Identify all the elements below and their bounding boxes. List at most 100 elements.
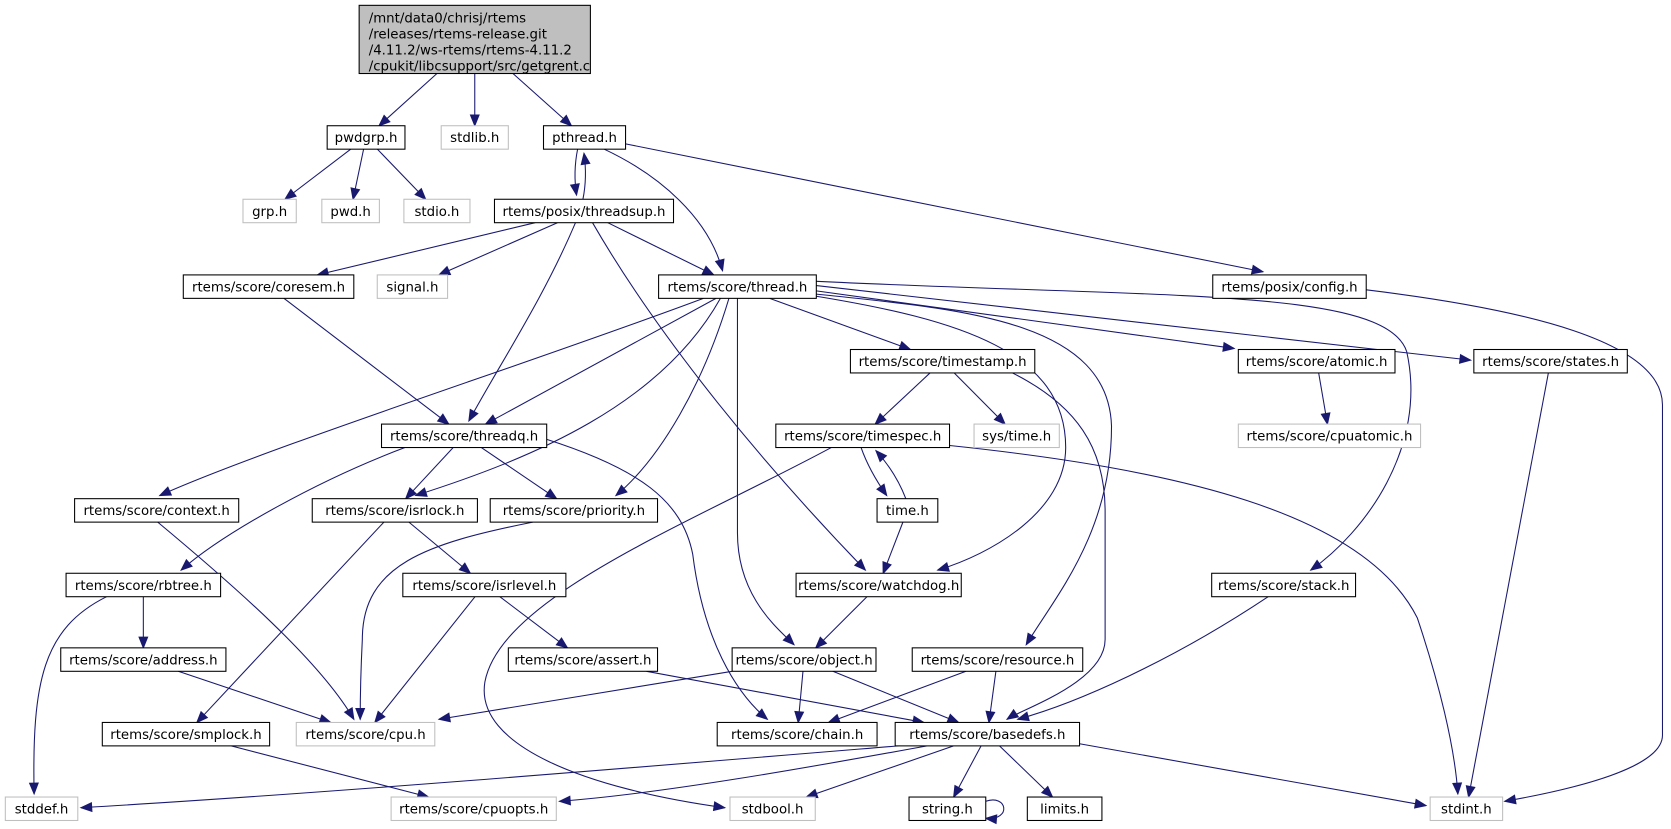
node-smplock[interactable]: rtems/score/smplock.h (101, 721, 271, 747)
node-label: pwd.h (330, 205, 370, 220)
node-label: rtems/posix/threadsup.h (502, 205, 665, 220)
edge-atomic-to-cpuatomic (1318, 372, 1331, 426)
node-basedefs[interactable]: rtems/score/basedefs.h (894, 721, 1081, 747)
node-box (731, 647, 877, 672)
arrowhead-icon (614, 484, 628, 497)
node-box (849, 348, 1036, 374)
edge-root-to-pthread (512, 73, 573, 127)
edge-threadsup-to-signal (437, 222, 558, 276)
edge-line (408, 521, 471, 574)
edge-line (769, 297, 911, 351)
edge-line (999, 745, 1053, 798)
node-chain[interactable]: rtems/score/chain.h (716, 721, 878, 747)
arrowhead-icon (343, 707, 355, 721)
arrowhead-icon (714, 258, 725, 273)
edge-line (157, 521, 355, 720)
edge-basedefs-to-stdbool (805, 745, 954, 799)
node-coresem[interactable]: rtems/score/coresem.h (182, 274, 355, 299)
node-stack[interactable]: rtems/score/stack.h (1211, 572, 1357, 598)
edge-basedefs-to-stdint (1079, 743, 1428, 809)
node-context[interactable]: rtems/score/context.h (74, 498, 240, 523)
node-box (795, 572, 962, 598)
node-box (493, 198, 675, 224)
edge-stack-to-basedefs (1016, 596, 1269, 722)
node-label: limits.h (1040, 803, 1089, 818)
node-threadsup[interactable]: rtems/posix/threadsup.h (493, 198, 675, 224)
node-isrlock[interactable]: rtems/score/isrlock.h (311, 498, 478, 523)
node-label: rtems/score/chain.h (731, 728, 863, 743)
node-label: grp.h (252, 205, 287, 220)
arrowhead-icon (28, 782, 39, 796)
node-label: stddef.h (15, 803, 69, 818)
node-signal: signal.h (376, 274, 449, 299)
node-thread[interactable]: rtems/score/thread.h (658, 274, 817, 299)
edge-line (481, 447, 557, 500)
arrowhead-icon (283, 188, 297, 201)
node-rbtree[interactable]: rtems/score/rbtree.h (65, 572, 222, 598)
arrowhead-icon (1025, 632, 1037, 646)
arrowhead-icon (318, 714, 332, 724)
arrowhead-icon (898, 340, 912, 351)
node-watchdog[interactable]: rtems/score/watchdog.h (795, 572, 962, 598)
edge-timeh-to-watchdog (882, 521, 904, 575)
node-label: rtems/score/isrlock.h (325, 504, 464, 519)
edge-line (832, 670, 959, 723)
edge-line (1006, 372, 1106, 720)
edge-line (317, 222, 536, 276)
node-timestamp[interactable]: rtems/score/timestamp.h (849, 348, 1036, 374)
node-string[interactable]: string.h (908, 796, 987, 822)
node-address[interactable]: rtems/score/address.h (60, 647, 227, 672)
edge-smplock-to-cpuopts (231, 745, 430, 800)
edge-line (438, 222, 558, 276)
node-pwdgrp[interactable]: pwdgrp.h (326, 125, 406, 150)
edge-line (604, 148, 724, 271)
edge-basedefs-to-string (952, 745, 982, 799)
arrowhead-icon (876, 483, 888, 497)
arrowhead-icon (138, 636, 149, 650)
arrowhead-icon (350, 187, 361, 201)
edge-line (816, 295, 1067, 571)
edge-threadsup-to-thread (607, 222, 715, 276)
arrowhead-icon (1320, 412, 1331, 426)
node-box (60, 647, 227, 672)
node-priority[interactable]: rtems/score/priority.h (489, 498, 659, 523)
arrowhead-icon (158, 486, 173, 497)
node-stdint: stdint.h (1429, 796, 1504, 822)
edge-pthread-to-thread (604, 148, 725, 273)
node-threadq[interactable]: rtems/score/threadq.h (380, 423, 548, 449)
edge-root-to-pwdgrp (377, 73, 438, 127)
node-label: rtems/score/timespec.h (784, 430, 941, 445)
arrowhead-icon (1503, 794, 1517, 805)
edge-line (948, 444, 1459, 794)
node-config[interactable]: rtems/posix/config.h (1212, 274, 1367, 299)
node-states[interactable]: rtems/score/states.h (1473, 348, 1628, 374)
edge-line (816, 285, 1471, 361)
arrowhead-icon (558, 795, 572, 806)
node-object[interactable]: rtems/score/object.h (731, 647, 877, 672)
node-atomic[interactable]: rtems/score/atomic.h (1237, 348, 1396, 374)
arrowhead-icon (952, 784, 964, 799)
node-isrlevel[interactable]: rtems/score/isrlevel.h (402, 572, 567, 598)
node-root-getgrent-c[interactable]: /mnt/data0/chrisj/rtems /releases/rtems-… (358, 4, 591, 74)
edge-thread-to-watchdog (816, 295, 1067, 572)
arrowhead-icon (180, 558, 193, 572)
node-stdbool: stdbool.h (729, 796, 816, 822)
arrowhead-icon (1309, 559, 1323, 571)
edge-rbtree-to-stddef (28, 596, 107, 796)
arrowhead-icon (414, 487, 428, 497)
arrowhead-icon (946, 713, 960, 723)
node-timeh[interactable]: time.h (876, 498, 939, 523)
node-pthread[interactable]: pthread.h (542, 125, 627, 150)
node-box (542, 125, 627, 150)
node-box (1237, 348, 1396, 374)
edge-line (159, 297, 704, 496)
edge-thread-to-resource (816, 293, 1113, 646)
edge-threadsup-to-pthread (580, 152, 591, 200)
edge-context-to-cpu (157, 521, 355, 721)
edge-threadsup-to-watchdog (592, 222, 867, 572)
node-limits[interactable]: limits.h (1026, 796, 1103, 822)
edge-line (815, 596, 868, 649)
node-assert[interactable]: rtems/score/assert.h (507, 647, 659, 672)
node-resource[interactable]: rtems/score/resource.h (911, 647, 1084, 672)
node-timespec[interactable]: rtems/score/timespec.h (775, 423, 951, 449)
